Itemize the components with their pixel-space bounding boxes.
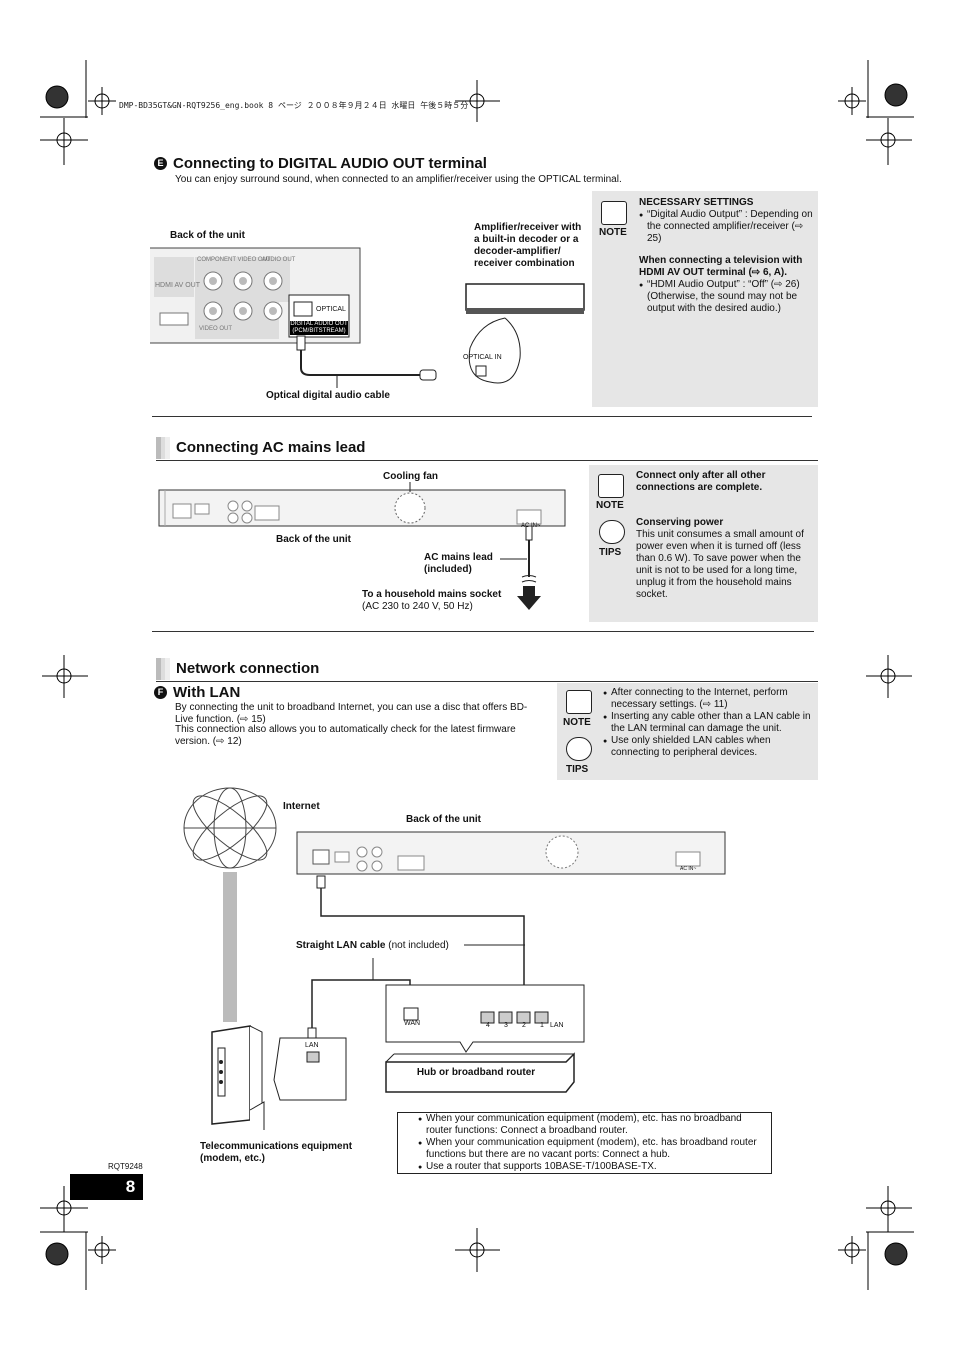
- note-heading: NECESSARY SETTINGS: [639, 197, 754, 208]
- section-e-marker: E: [154, 157, 167, 170]
- modem-lan-label: LAN: [305, 1042, 319, 1049]
- optical-port-label: OPTICAL: [316, 306, 346, 313]
- lan-cable-label: Straight LAN cable (not included): [296, 940, 449, 951]
- optical-in-label: OPTICAL IN: [463, 354, 502, 361]
- amplifier-label: Amplifier/receiver with a built-in decod…: [474, 222, 582, 269]
- divider: [156, 681, 818, 682]
- note-icon: [598, 474, 624, 498]
- note-text: Connect only after all other connections…: [636, 470, 766, 493]
- network-intro-2: This connection also allows you to autom…: [175, 724, 516, 747]
- file-info-line: DMP-BD35GT&GN-RQT9256_eng.book 8 ページ ２００…: [119, 101, 469, 110]
- lan-port-4: 4: [486, 1022, 490, 1029]
- document-code: RQT9248: [108, 1162, 143, 1171]
- divider: [156, 460, 818, 461]
- section-ac-title: Connecting AC mains lead: [156, 437, 365, 459]
- router-label: Hub or broadband router: [416, 1067, 536, 1078]
- section-f-marker: F: [154, 686, 167, 699]
- component-label: COMPONENT VIDEO OUT: [197, 257, 271, 263]
- socket-spec: (AC 230 to 240 V, 50 Hz): [362, 601, 473, 612]
- note-box-ac: [589, 465, 818, 622]
- tips-heading: Conserving power: [636, 517, 724, 528]
- video-out-label: VIDEO OUT: [199, 326, 233, 332]
- note-label: NOTE: [599, 227, 627, 238]
- note-icon: [601, 201, 627, 225]
- network-diagram: [183, 787, 726, 1130]
- note-label: NOTE: [563, 717, 591, 728]
- tips-text: This unit consumes a small amount of pow…: [636, 529, 804, 600]
- tips-item: Use only shielded LAN cables when connec…: [603, 735, 813, 759]
- router-info-item: Use a router that supports 10BASE-T/100B…: [418, 1161, 763, 1174]
- lan-port-1: 1: [540, 1022, 544, 1029]
- page-number: 8: [70, 1174, 143, 1200]
- modem-label: Telecommunications equipment (modem, etc…: [200, 1141, 353, 1164]
- unit-back-ac-drawing: [158, 482, 566, 610]
- tips-lightbulb-icon: [599, 520, 625, 544]
- note-item: “HDMI Audio Output” : “Off” (⇨ 26) (Othe…: [639, 279, 814, 315]
- back-of-unit-label: Back of the unit: [406, 814, 482, 825]
- back-of-unit-label: Back of the unit: [170, 230, 246, 241]
- note-item: After connecting to the Internet, perfor…: [603, 687, 813, 711]
- ac-mains-lead-label: AC mains lead (included): [424, 552, 493, 575]
- cooling-fan-label: Cooling fan: [383, 471, 438, 482]
- router-info-item: When your communication equipment (modem…: [418, 1137, 763, 1161]
- note-subheading: When connecting a television with HDMI A…: [639, 255, 803, 278]
- optical-cable-label: Optical digital audio cable: [266, 390, 390, 401]
- section-e-intro: You can enjoy surround sound, when conne…: [175, 174, 622, 185]
- optical-cable-drawing: [296, 335, 437, 388]
- note-icon: [566, 690, 592, 714]
- audio-out-label: AUDIO OUT: [262, 257, 296, 263]
- ac-in-label: AC IN~: [680, 866, 697, 872]
- note-label: NOTE: [596, 500, 624, 511]
- tips-lightbulb-icon: [566, 737, 592, 761]
- router-info-item: When your communication equipment (modem…: [418, 1113, 763, 1137]
- lan-port-2: 2: [522, 1022, 526, 1029]
- back-of-unit-label: Back of the unit: [276, 534, 352, 545]
- divider: [152, 631, 814, 632]
- internet-label: Internet: [283, 801, 320, 812]
- lan-ports-label: LAN: [550, 1022, 564, 1029]
- tips-label: TIPS: [599, 547, 622, 558]
- hdmi-label: HDMI AV OUT: [155, 282, 200, 289]
- wan-label: WAN: [404, 1020, 421, 1027]
- section-network-title: Network connection: [156, 658, 319, 680]
- amplifier-drawing: [465, 283, 585, 384]
- tips-label: TIPS: [566, 764, 589, 775]
- lan-port-3: 3: [504, 1022, 508, 1029]
- note-item: “Digital Audio Output” : Depending on th…: [639, 209, 814, 245]
- network-intro-1: By connecting the unit to broadband Inte…: [175, 702, 528, 725]
- note-item: Inserting any cable other than a LAN cab…: [603, 711, 813, 735]
- ac-in-label: AC IN~: [521, 523, 541, 529]
- divider: [152, 416, 812, 417]
- digital-audio-out-label: DIGITAL AUDIO OUT (PCM/BITSTREAM): [290, 321, 348, 335]
- socket-label: To a household mains socket: [362, 589, 502, 600]
